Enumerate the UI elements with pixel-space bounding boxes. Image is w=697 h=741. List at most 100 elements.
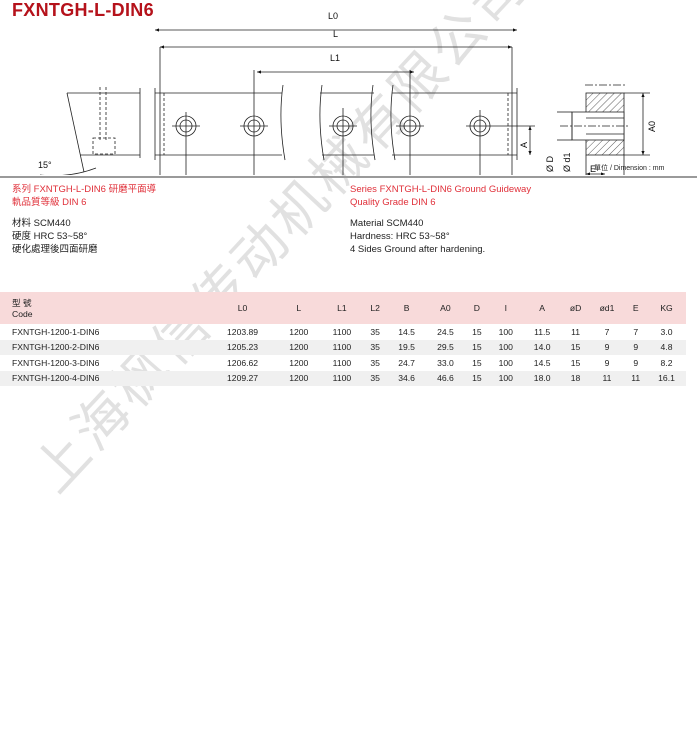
cell-value: 1203.89: [227, 326, 259, 337]
column-header: ød1: [589, 292, 625, 324]
cell-value: 100: [488, 339, 523, 355]
cell-value: 11: [571, 326, 581, 337]
column-header: D: [464, 292, 489, 324]
cell-code: FXNTGH-1200-1-DIN6: [12, 326, 100, 337]
cell-value: 7: [604, 326, 610, 337]
cell-value: 15: [472, 326, 482, 337]
page-title: FXNTGH-L-DIN6: [12, 0, 154, 20]
cell-value: 24.7: [398, 357, 415, 368]
cell-value: 1206.62: [227, 357, 259, 368]
cell-value: 16.1: [647, 370, 686, 386]
cell-value: 11: [624, 370, 648, 386]
column-header: L2: [363, 292, 388, 324]
cell-value: 15: [561, 339, 590, 355]
cell-value: 1100: [320, 370, 364, 386]
dim-phiD-label: Ø D: [545, 155, 555, 172]
column-header: A: [522, 292, 562, 324]
cell-value: 35: [370, 357, 380, 368]
cell-value: 15: [464, 370, 489, 386]
cell-code: FXNTGH-1200-3-DIN6: [12, 357, 100, 368]
hardness-zh: 硬度 HRC 53~58°: [12, 231, 88, 242]
quality-en: Quality Grade DIN 6: [350, 197, 436, 208]
cross-section: [557, 84, 650, 175]
cell-value: 34.6: [387, 370, 426, 386]
description-en: Series FXNTGH-L-DIN6 Ground Guideway Qua…: [350, 183, 531, 256]
cell-value: 15: [464, 339, 489, 355]
column-header: B: [387, 292, 426, 324]
divider: [0, 176, 697, 178]
code-header-zh: 型 號: [12, 298, 32, 308]
table-row: FXNTGH-1200-3-DIN6 1206.62 1200 1100 35 24.7 3…: [0, 355, 686, 371]
technical-drawing: L0 L L1 D L2 I L2 D A 15° A0 Ø D Ø d1 E …: [38, 11, 657, 175]
cell-value: 100: [488, 370, 523, 386]
cell-value: 1200: [289, 326, 309, 337]
column-header: L0: [208, 292, 277, 324]
cell-value: 4.8: [647, 339, 686, 355]
cell-value: 19.5: [387, 339, 426, 355]
material-en: Material SCM440: [350, 218, 424, 229]
cell-value: 1209.27: [208, 370, 277, 386]
cell-value: 9: [624, 339, 648, 355]
cell-value: 1200: [289, 357, 309, 368]
dim-A0-label: A0: [647, 121, 657, 132]
cell-code: FXNTGH-1200-4-DIN6: [0, 370, 209, 386]
cell-value: 35: [363, 339, 388, 355]
cell-value: 18: [561, 370, 590, 386]
cell-value: 35: [370, 326, 380, 337]
cell-value: 35: [363, 370, 388, 386]
dim-L0-label: L0: [328, 11, 338, 21]
cell-value: 100: [498, 357, 513, 368]
dim-E-label: E: [590, 164, 596, 174]
cell-value: 1100: [320, 339, 364, 355]
cell-value: 1200: [276, 370, 321, 386]
angle-label: 15°: [38, 160, 52, 170]
cell-value: 14.0: [522, 339, 562, 355]
cell-value: 24.5: [437, 326, 454, 337]
cell-value: 15: [570, 357, 581, 368]
description-zh: 系列 FXNTGH-L-DIN6 研磨平面導 軌品質等級 DIN 6 材料 SC…: [12, 183, 156, 256]
code-header-en: Code: [12, 309, 33, 319]
cell-value: 29.5: [426, 339, 465, 355]
quality-zh: 軌品質等級 DIN 6: [12, 197, 87, 208]
cell-value: 1100: [332, 357, 352, 368]
cell-value: 11: [589, 370, 625, 386]
cell-value: 1200: [276, 339, 321, 355]
cell-value: 46.6: [426, 370, 465, 386]
cell-value: 18.0: [522, 370, 562, 386]
column-header: L: [276, 292, 321, 324]
dimension-unit: 單位 / Dimension : mm: [594, 165, 665, 172]
cell-value: 3.0: [660, 326, 673, 337]
rail-front-view: [154, 28, 535, 175]
dim-A-label: A: [519, 142, 529, 148]
cell-value: 14.5: [398, 326, 415, 337]
cell-value: 15: [472, 357, 482, 368]
cell-value: 7: [633, 326, 639, 337]
cell-value: 9: [589, 339, 625, 355]
column-header: E: [624, 292, 648, 324]
cell-value: 14.5: [533, 357, 551, 368]
series-zh: 系列 FXNTGH-L-DIN6 研磨平面導: [12, 184, 157, 195]
cell-value: 1205.23: [208, 339, 277, 355]
column-header: øD: [561, 292, 590, 324]
process-zh: 硬化處理後四面研磨: [12, 244, 98, 255]
dim-L-label: L: [333, 29, 338, 39]
cell-value: 100: [498, 326, 513, 337]
cell-value: 9: [604, 357, 610, 368]
column-header: A0: [426, 292, 465, 324]
cell-value: 8.2: [660, 357, 673, 368]
series-en: Series FXNTGH-L-DIN6 Ground Guideway: [350, 184, 532, 195]
column-header: L1: [320, 292, 364, 324]
cell-code: FXNTGH-1200-2-DIN6: [0, 339, 209, 355]
hardness-en: Hardness: HRC 53~58°: [350, 231, 450, 242]
cell-value: 33.0: [437, 357, 454, 368]
cell-value: 9: [633, 357, 639, 368]
dim-L1-label: L1: [330, 53, 340, 63]
side-view: [40, 87, 141, 175]
